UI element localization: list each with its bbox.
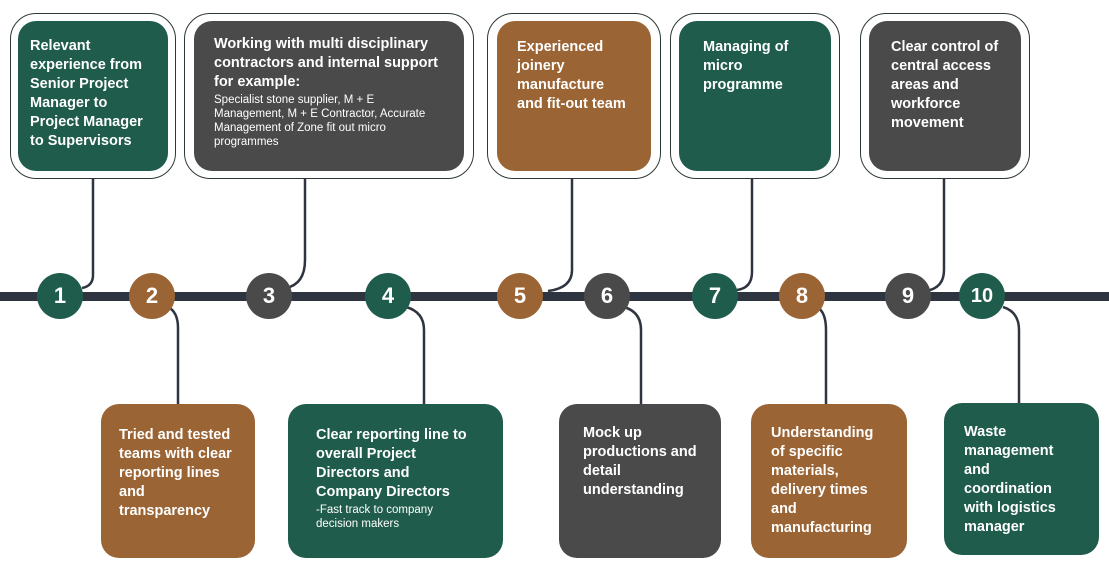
connector-7 [736, 178, 754, 292]
connector-6 [623, 305, 643, 404]
connector-2 [167, 305, 180, 404]
step-detail-4: -Fast track to company decision makers [316, 504, 433, 530]
step-box-10: Waste management and coordination with l… [944, 403, 1099, 555]
step-title-3: Working with multi disciplinary contract… [214, 36, 438, 90]
connector-5 [547, 178, 574, 293]
step-title-7: Managing of micro programme [703, 39, 789, 93]
step-box-6: Mock up productions and detail understan… [559, 404, 721, 558]
step-title-5: Experienced joinery manufacture and fit-… [517, 39, 626, 112]
connector-4 [405, 305, 426, 404]
step-box-1: Relevant experience from Senior Project … [18, 21, 168, 171]
step-title-9: Clear control of central access areas an… [891, 39, 999, 131]
step-detail-3: Specialist stone supplier, M + E Managem… [214, 94, 426, 148]
step-title-10: Waste management and coordination with l… [964, 424, 1056, 535]
step-number-8: 8 [779, 273, 825, 319]
step-number-6: 6 [584, 273, 630, 319]
connector-9 [925, 178, 946, 293]
step-box-9: Clear control of central access areas an… [869, 21, 1021, 171]
step-number-5: 5 [497, 273, 543, 319]
step-number-2: 2 [129, 273, 175, 319]
connector-3 [285, 178, 307, 290]
connector-10 [1002, 305, 1021, 404]
step-box-8: Understanding of specific materials, del… [751, 404, 907, 558]
step-title-8: Understanding of specific materials, del… [771, 425, 874, 536]
step-title-4: Clear reporting line to overall Project … [316, 427, 467, 500]
step-box-5: Experienced joinery manufacture and fit-… [497, 21, 651, 171]
step-box-2: Tried and tested teams with clear report… [101, 404, 255, 558]
step-number-7: 7 [692, 273, 738, 319]
step-number-10: 10 [959, 273, 1005, 319]
step-number-3: 3 [246, 273, 292, 319]
connector-8 [816, 305, 828, 404]
connector-1 [81, 178, 95, 290]
step-box-4: Clear reporting line to overall Project … [288, 404, 503, 558]
step-title-6: Mock up productions and detail understan… [583, 425, 697, 498]
step-title-2: Tried and tested teams with clear report… [119, 427, 232, 519]
timeline-bar [0, 292, 1109, 301]
step-box-3: Working with multi disciplinary contract… [194, 21, 464, 171]
step-number-9: 9 [885, 273, 931, 319]
step-number-1: 1 [37, 273, 83, 319]
step-box-7: Managing of micro programme [679, 21, 831, 171]
step-number-4: 4 [365, 273, 411, 319]
step-title-1: Relevant experience from Senior Project … [30, 38, 143, 149]
